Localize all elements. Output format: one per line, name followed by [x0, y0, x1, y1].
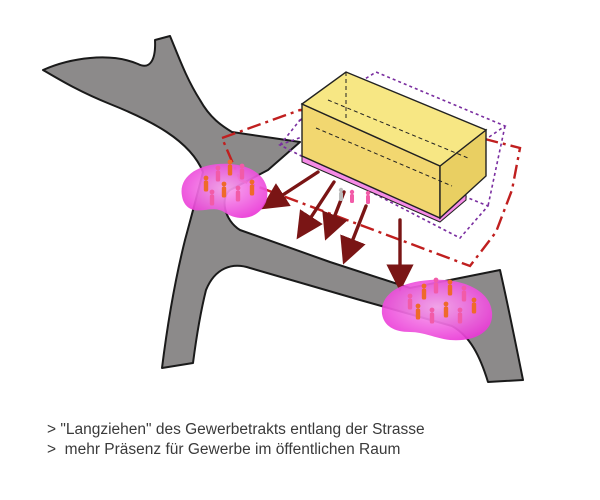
plot-outline [220, 108, 522, 268]
commercial-building [300, 71, 488, 223]
person-icon [249, 179, 255, 196]
person-icon [338, 187, 344, 201]
public-space-right [381, 277, 493, 341]
footprint-edge [279, 119, 301, 146]
caption-line-1: > "Langziehen" des Gewerbetrakts entlang… [47, 421, 425, 438]
arrow-down-icon [340, 204, 368, 265]
person-icon [349, 189, 355, 203]
person-icon [235, 185, 241, 202]
person-icon [221, 181, 227, 198]
arrow-down-icon [296, 180, 336, 240]
arrow-down-icon [260, 170, 320, 210]
person-icon [443, 301, 449, 318]
person-icon [471, 297, 477, 314]
caption-line-2: > mehr Präsenz für Gewerbe im öffentlich… [47, 441, 401, 458]
person-icon [365, 190, 371, 204]
building-hidden-edges [315, 72, 469, 187]
person-icon [239, 163, 245, 180]
person-icon [433, 277, 439, 294]
person-icon [203, 175, 209, 192]
people-cluster [203, 159, 255, 206]
person-icon [215, 165, 221, 182]
person-icon [429, 307, 435, 324]
person-icon [461, 285, 467, 302]
footprint-outline-front [278, 133, 490, 239]
building-roof [300, 71, 488, 167]
street-people [338, 187, 371, 204]
people-cluster [407, 277, 477, 324]
urban-diagram [42, 35, 524, 383]
person-icon [209, 189, 215, 206]
public-space-left [181, 159, 268, 218]
person-icon [447, 279, 453, 296]
person-icon [407, 293, 413, 310]
person-icon [457, 307, 463, 324]
person-icon [415, 303, 421, 320]
person-icon [421, 283, 427, 300]
person-icon [227, 159, 233, 176]
footprint-edge [487, 125, 506, 207]
